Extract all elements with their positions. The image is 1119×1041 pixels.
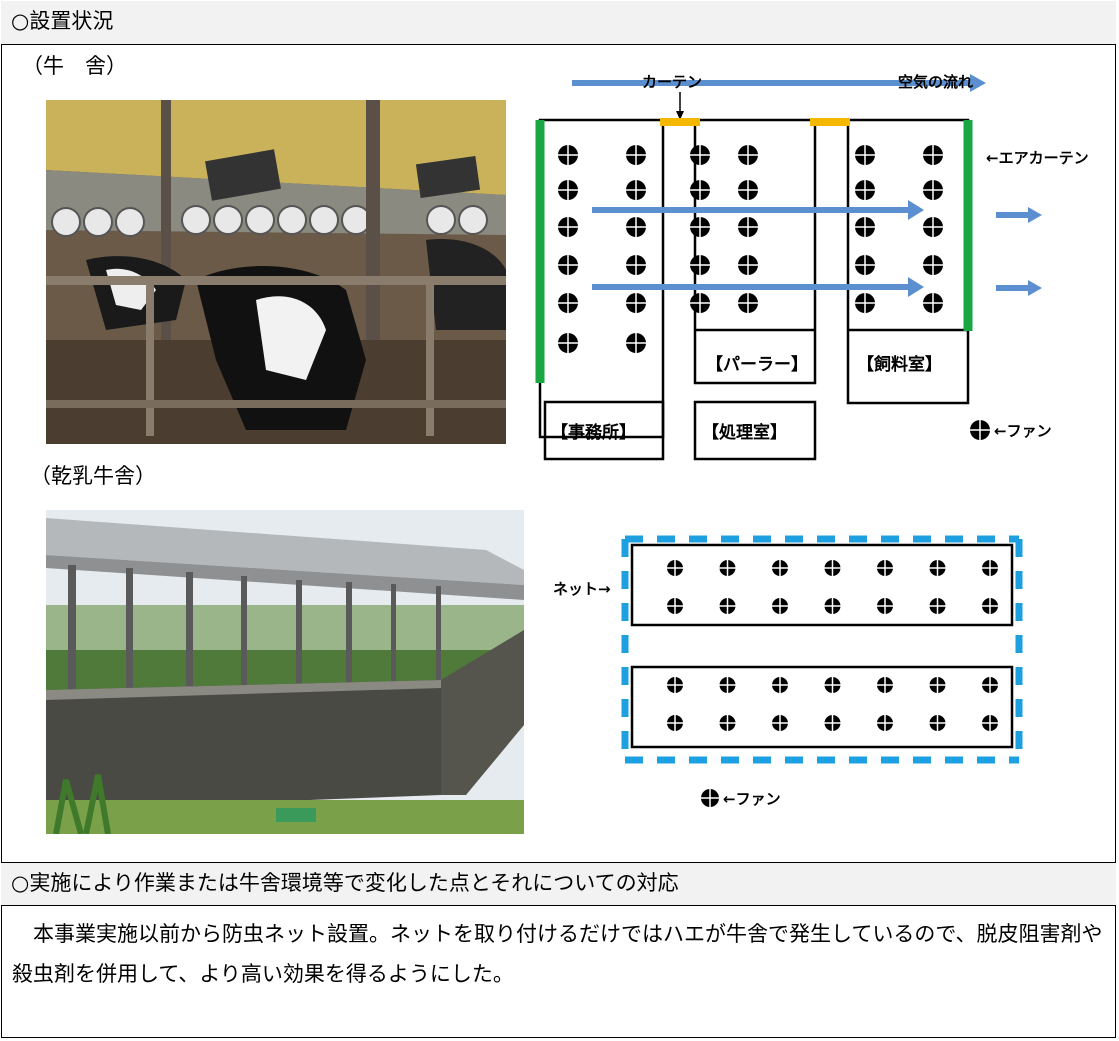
fan-icon xyxy=(923,145,943,165)
room-processing: 【処理室】 xyxy=(702,422,787,443)
fan-icon xyxy=(558,145,578,165)
fan-legend-1: ←ファン xyxy=(970,420,1052,440)
fan-icon xyxy=(929,598,946,614)
dry-barn-diagram: ネット→ ←ファン xyxy=(553,535,1023,808)
aircurtain-label: ←エアカーテン xyxy=(986,149,1089,167)
fan-icon xyxy=(719,677,736,693)
fan-icon xyxy=(667,677,683,693)
fan-icon xyxy=(626,180,646,200)
fan-icon xyxy=(738,145,758,165)
fan-icon xyxy=(738,217,758,237)
fan-icon xyxy=(690,180,710,200)
fan-icon xyxy=(877,560,893,576)
fan-icon xyxy=(824,560,841,576)
fan-icon xyxy=(626,255,646,275)
fan-icon xyxy=(877,677,893,693)
changes-paragraph: 本事業実施以前から防虫ネット設置。ネットを取り付けるだけではハエが牛舎で発生して… xyxy=(12,922,1103,986)
fan-icon xyxy=(982,677,998,693)
fan-icon xyxy=(558,217,578,237)
fan-legend-label-2: ←ファン xyxy=(723,790,781,808)
fan-icon xyxy=(738,180,758,200)
fan-icon xyxy=(929,677,946,693)
fan-icon xyxy=(719,560,736,576)
room-feed: 【飼料室】 xyxy=(857,354,942,375)
barn-section-2 xyxy=(693,118,817,385)
airflow-label: 空気の流れ xyxy=(898,73,973,91)
fan-icon xyxy=(690,255,710,275)
fan-icon xyxy=(923,293,943,313)
fan-icon xyxy=(558,293,578,313)
fan-icon xyxy=(824,598,841,614)
fan-icon xyxy=(824,677,841,693)
fan-icon xyxy=(824,715,841,731)
dry-barn-upper xyxy=(630,543,1014,627)
fan-icon xyxy=(626,217,646,237)
room-office: 【事務所】 xyxy=(551,422,636,443)
fan-icon xyxy=(667,560,683,576)
fan-icon xyxy=(855,293,875,313)
dry-barn-photo xyxy=(46,510,524,834)
barn-layout-diagram: カーテン 空気の流れ ←エアカーテン 【パーラー】 【飼料室】 【事務所】 【処… xyxy=(535,73,1089,461)
fan-icon xyxy=(772,598,788,614)
fan-legend-label-1: ←ファン xyxy=(994,422,1052,440)
fan-icon xyxy=(558,255,578,275)
fan-icon xyxy=(855,255,875,275)
fan-icon xyxy=(772,715,788,731)
fan-icon xyxy=(667,598,683,614)
barn-section-1 xyxy=(538,118,665,439)
fan-icon xyxy=(738,255,758,275)
fan-icon xyxy=(877,715,893,731)
barn-photo xyxy=(46,100,506,444)
fan-icon xyxy=(690,145,710,165)
insect-net xyxy=(621,535,1023,764)
fan-icon xyxy=(719,715,736,731)
fan-icon xyxy=(929,560,946,576)
net-label: ネット→ xyxy=(553,580,611,598)
dry-barn-label: （乾乳牛舎） xyxy=(30,464,156,488)
fan-icon xyxy=(690,293,710,313)
fan-icon xyxy=(923,217,943,237)
fan-icon xyxy=(690,217,710,237)
fan-legend-2: ←ファン xyxy=(701,789,781,808)
fan-icon xyxy=(982,715,998,731)
fan-icon xyxy=(626,333,646,353)
fan-icon xyxy=(877,598,893,614)
fan-icon xyxy=(855,180,875,200)
fan-icon xyxy=(719,598,736,614)
fan-icon xyxy=(923,255,943,275)
fan-icon xyxy=(626,293,646,313)
fan-icon xyxy=(667,715,683,731)
processing-room-box xyxy=(693,400,817,461)
barn-label: （牛 舎） xyxy=(22,54,127,78)
curtain-label: カーテン xyxy=(642,73,702,91)
fan-icon xyxy=(772,677,788,693)
fan-icon xyxy=(923,180,943,200)
room-parlor: 【パーラー】 xyxy=(706,354,808,375)
fan-icon xyxy=(855,217,875,237)
dry-barn-lower xyxy=(630,665,1014,749)
section-header-changes: ○実施により作業または牛舎環境等で変化した点とそれについての対応 xyxy=(1,862,1116,906)
fan-icon xyxy=(855,145,875,165)
fan-icon xyxy=(626,145,646,165)
fan-icon xyxy=(929,715,946,731)
fan-icon xyxy=(982,560,998,576)
fan-icon xyxy=(558,180,578,200)
fan-icon xyxy=(738,293,758,313)
section-header-installation: ○設置状況 xyxy=(1,1,1116,45)
office-box xyxy=(543,400,665,461)
fan-icon xyxy=(772,560,788,576)
fan-icon xyxy=(558,333,578,353)
fan-icon xyxy=(982,598,998,614)
